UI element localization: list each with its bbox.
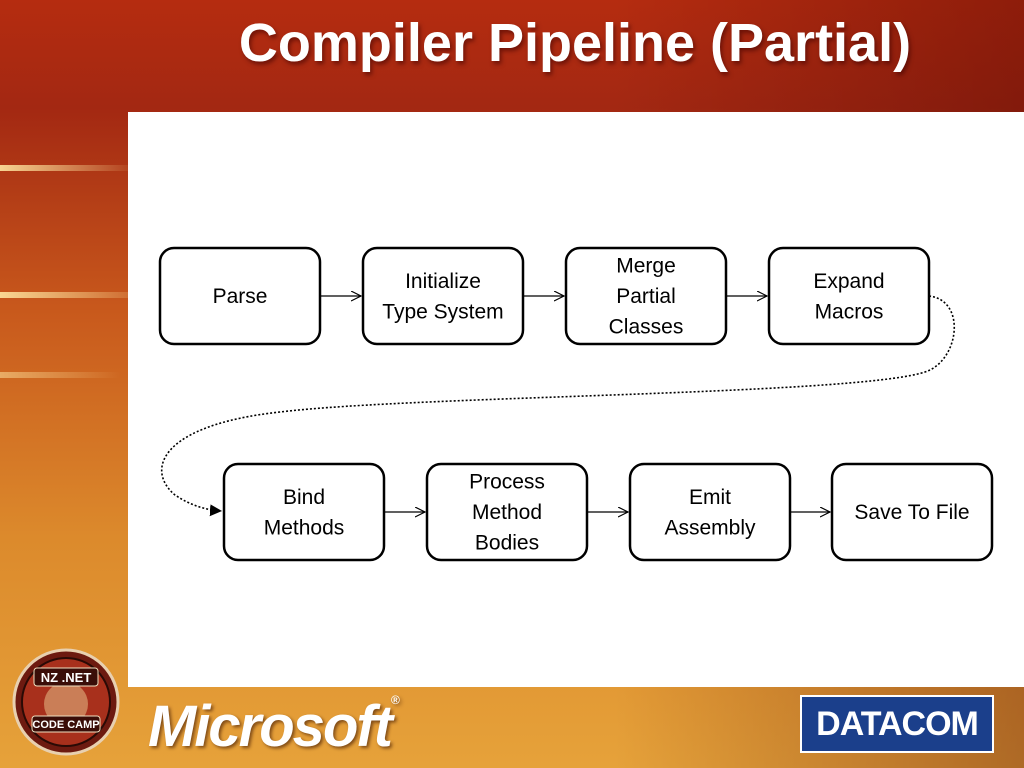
node-box	[830, 462, 994, 562]
node-box	[628, 462, 792, 562]
node-label: Type System	[382, 300, 503, 323]
node-label: Assembly	[664, 516, 756, 539]
microsoft-logo: Microsoft®	[148, 693, 400, 759]
light-streak	[0, 372, 120, 378]
node-label: Bind	[283, 486, 325, 509]
code-camp-badge: NZ .NET CODE CAMP	[12, 648, 120, 756]
arrow-expand-bind	[160, 295, 956, 517]
node-label: Parse	[213, 285, 268, 308]
node-box	[767, 246, 931, 346]
node-label: Process	[469, 471, 545, 494]
content-panel	[128, 112, 1024, 687]
node-label: Methods	[264, 516, 345, 539]
node-label: Partial	[616, 285, 676, 308]
node-parse: Parse	[158, 246, 322, 346]
node-label: Merge	[616, 255, 676, 278]
badge-bottom-text: CODE CAMP	[32, 719, 99, 731]
light-streak	[0, 165, 140, 171]
node-label: Method	[472, 501, 542, 524]
node-label: Classes	[609, 316, 684, 339]
slide-title: Compiler Pipeline (Partial)	[238, 13, 912, 73]
light-streak	[0, 292, 160, 298]
node-label: Emit	[689, 486, 731, 509]
node-box	[222, 462, 386, 562]
node-save: Save To File	[830, 462, 994, 562]
datacom-logo: DATACOM	[800, 695, 994, 753]
node-label: Save To File	[854, 501, 969, 524]
connectors	[160, 295, 956, 517]
node-label: Macros	[815, 300, 884, 323]
node-label: Expand	[813, 270, 884, 293]
node-label: Initialize	[405, 270, 481, 293]
node-label: Bodies	[475, 532, 539, 555]
node-box	[361, 246, 525, 346]
badge-top-text: NZ .NET	[41, 670, 92, 685]
